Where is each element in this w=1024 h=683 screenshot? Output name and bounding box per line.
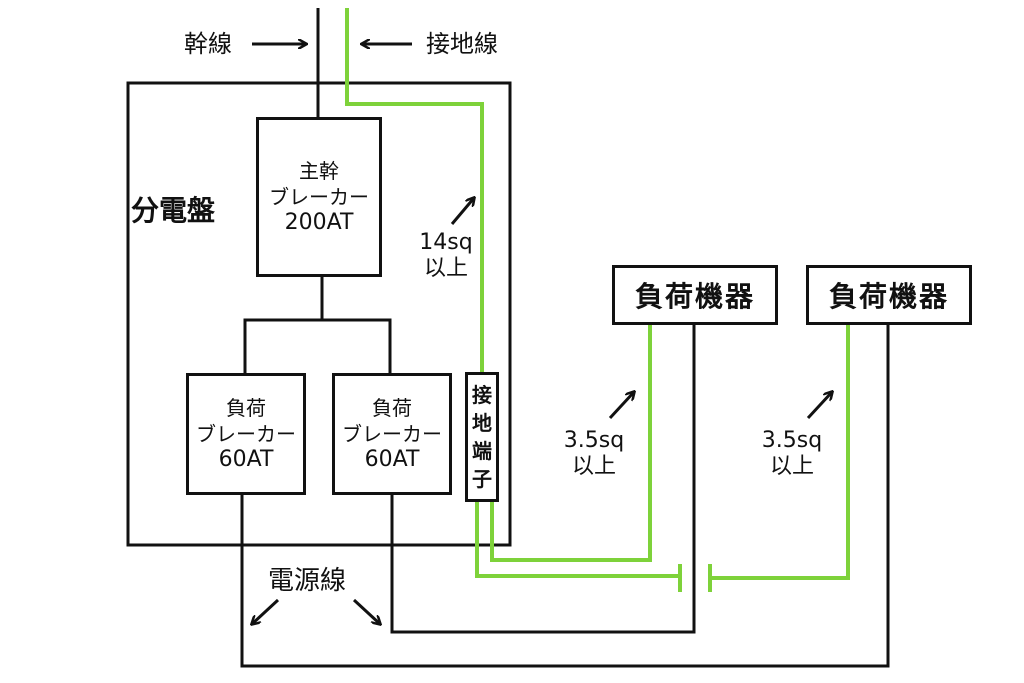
panel-label: 分電盤	[131, 194, 216, 227]
ground-main-wire	[345, 8, 484, 373]
spec-note: 以上	[571, 454, 616, 479]
spec-arrow-ground	[450, 198, 474, 225]
ground-terminal-char: 地	[472, 411, 492, 435]
main-breaker: 主幹 ブレーカー 200AT	[256, 117, 382, 277]
bus-wire	[243, 318, 392, 374]
main-breaker-type: ブレーカー	[269, 185, 369, 209]
load-breaker-type: ブレーカー	[342, 422, 442, 446]
main-line-label: 幹線	[184, 30, 232, 58]
load-device-1: 負荷機器	[612, 265, 778, 325]
load-breaker-title: 負荷	[372, 396, 412, 420]
ground-branch-3	[710, 324, 850, 580]
load-breaker-2: 負荷 ブレーカー 60AT	[332, 373, 452, 495]
power-wire-1	[240, 324, 890, 668]
ground-branch-1	[475, 502, 680, 578]
spec-size: 3.5sq	[563, 428, 625, 453]
ground-branch-2	[490, 324, 652, 562]
spec-note: 以上	[423, 256, 468, 281]
load-breaker-type: ブレーカー	[196, 422, 296, 446]
spec-arrow-device2	[806, 392, 832, 420]
load-breaker-1: 負荷 ブレーカー 60AT	[186, 373, 306, 495]
spec-note: 以上	[769, 454, 814, 479]
spec-size: 3.5sq	[761, 428, 823, 453]
load-breaker-rating: 60AT	[364, 447, 420, 472]
ground-terminal-char: 端	[472, 439, 492, 463]
power-line-label: 電源線	[268, 566, 347, 596]
power-line-arrow-right	[352, 598, 380, 624]
ground-terminal-char: 子	[472, 467, 492, 491]
ground-terminal-char: 接	[472, 383, 492, 407]
main-breaker-title: 主幹	[299, 159, 339, 183]
load-device-2: 負荷機器	[806, 265, 972, 325]
device2-spec: 3.5sq 以上	[754, 428, 830, 480]
load-breaker-title: 負荷	[226, 396, 266, 420]
spec-arrow-device1	[608, 392, 634, 420]
spec-size: 14sq	[419, 230, 473, 255]
ground-terminal: 接 地 端 子	[465, 372, 499, 502]
load-breaker-rating: 60AT	[218, 447, 274, 472]
power-line-arrow-left	[252, 598, 280, 624]
power-wire-2	[390, 324, 696, 634]
ground-line-label: 接地線	[426, 30, 498, 58]
device1-spec: 3.5sq 以上	[556, 428, 632, 480]
main-breaker-rating: 200AT	[284, 210, 354, 235]
ground-main-spec: 14sq 以上	[414, 230, 478, 282]
